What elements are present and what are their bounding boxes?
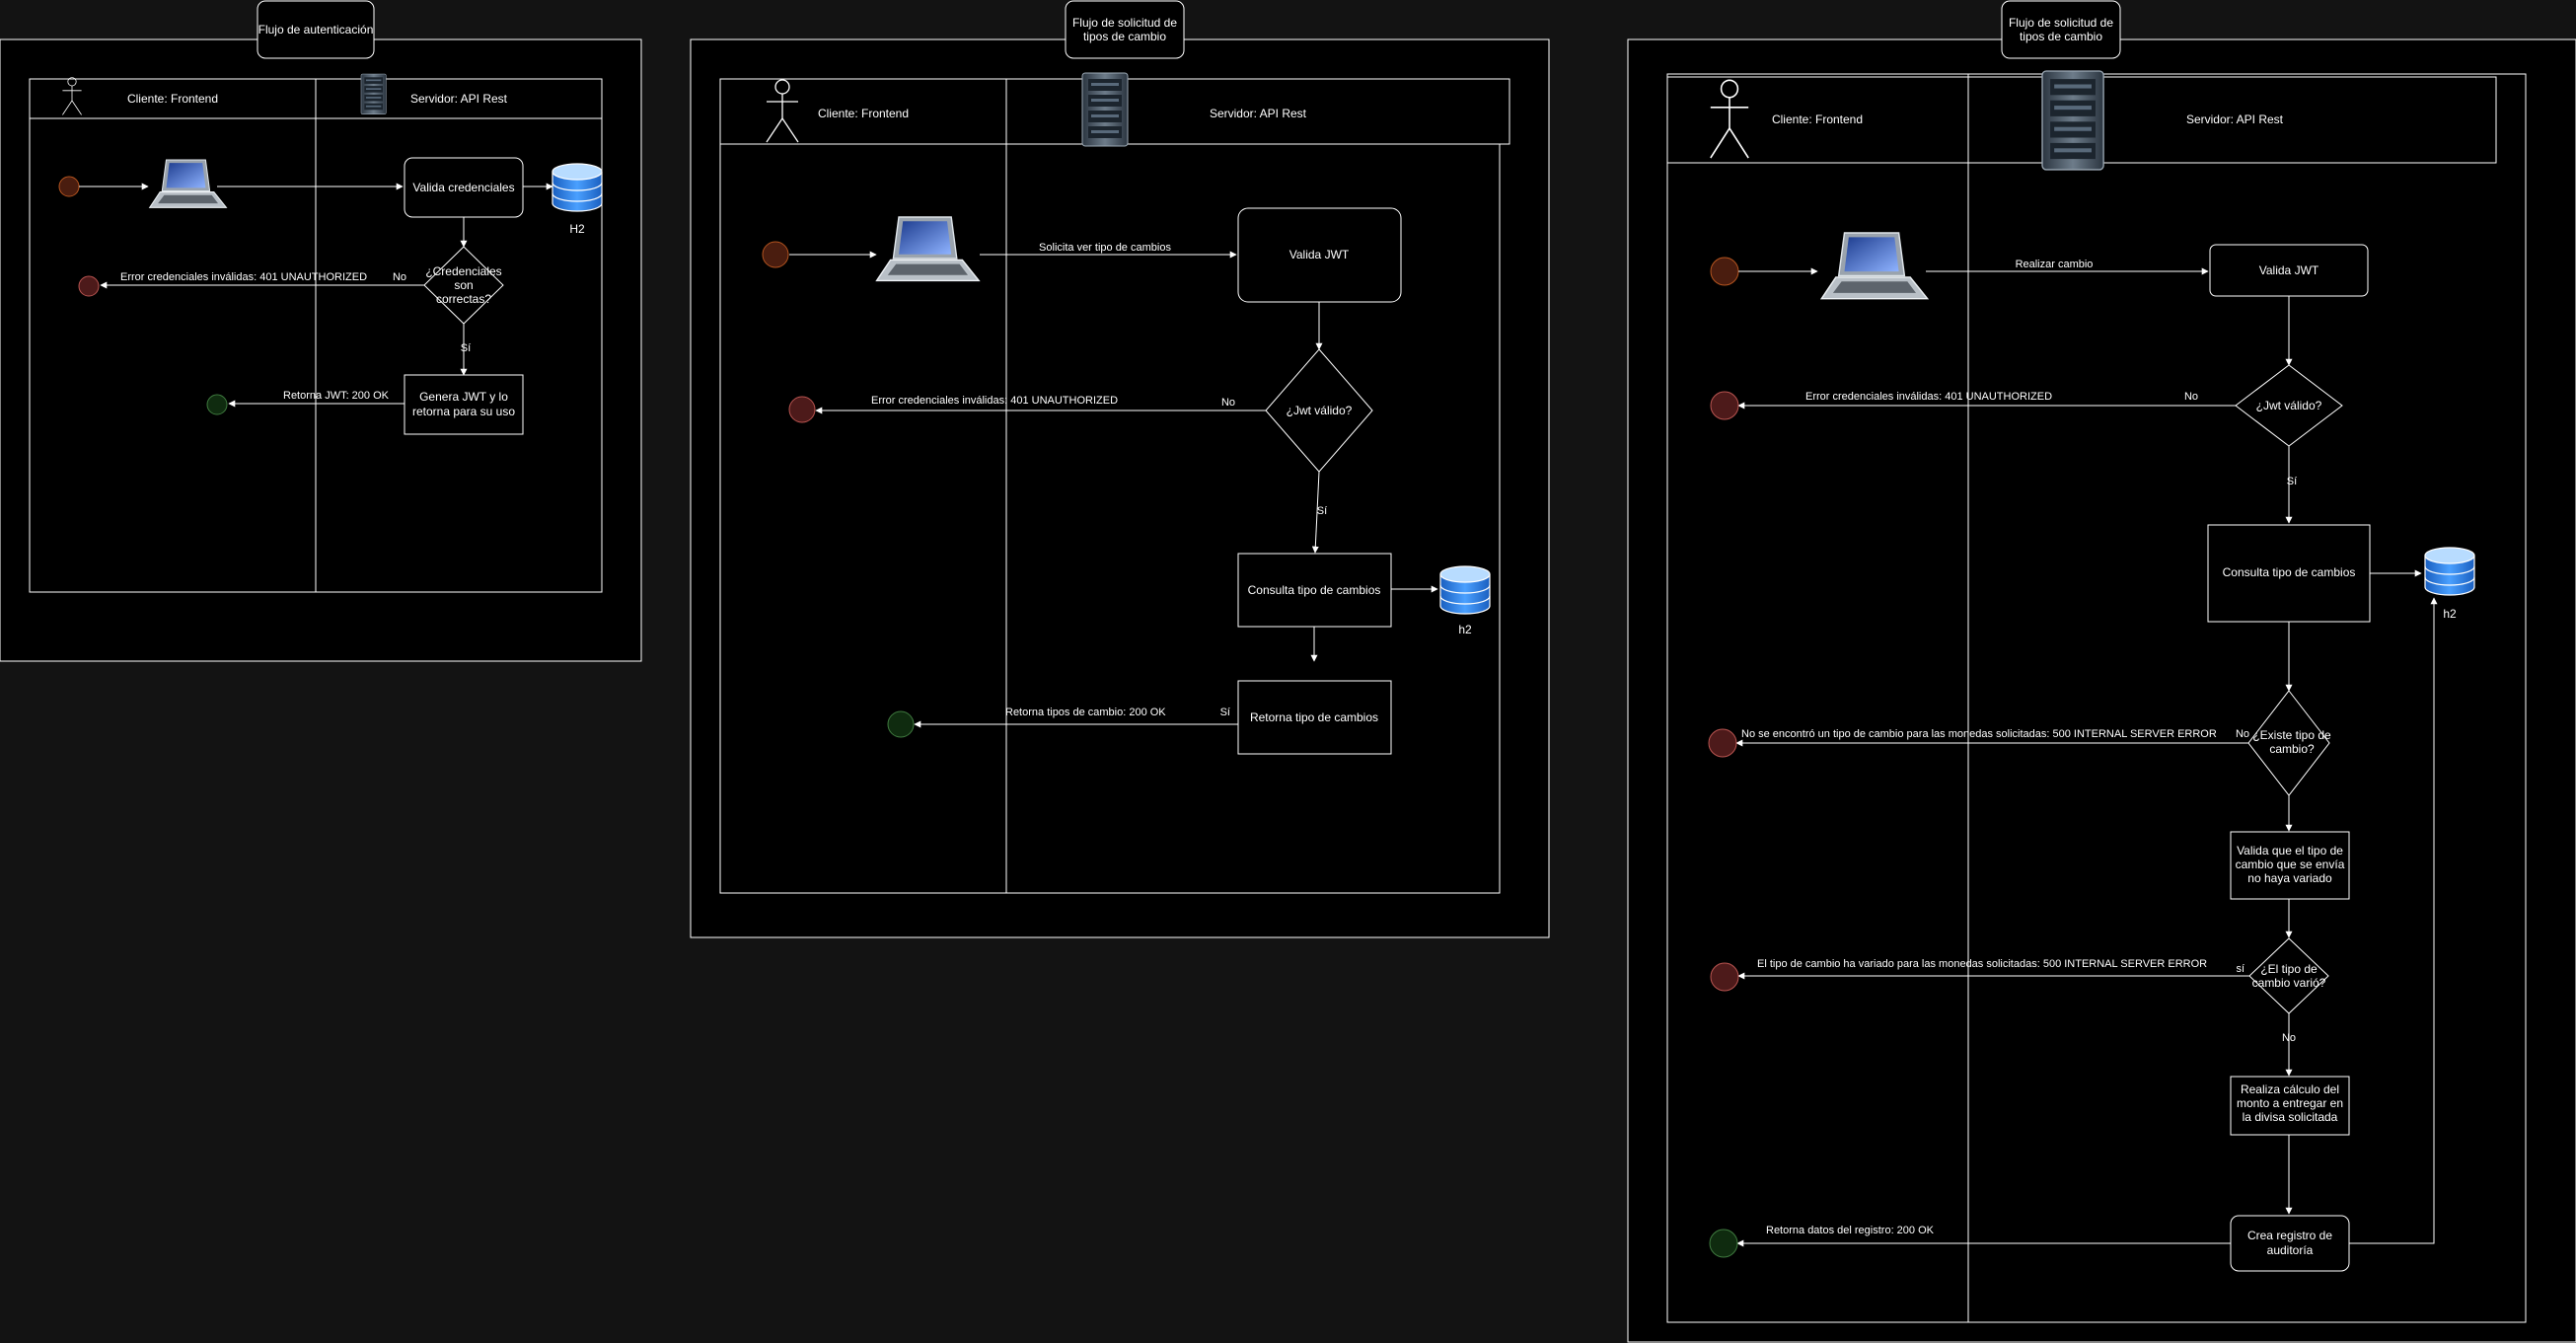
query-lane-server: Servidor: API Rest: [1210, 107, 1307, 120]
exchange-lane-client: Cliente: Frontend: [1772, 112, 1863, 126]
exchange-validate-var-l1: Valida que el tipo de: [2237, 844, 2343, 858]
query-lane-client: Cliente: Frontend: [818, 107, 909, 120]
query-title-l1: Flujo de solicitud de: [1072, 16, 1177, 30]
query-validate: Valida JWT: [1289, 248, 1350, 261]
exchange-no-var-label: No: [2282, 1032, 2296, 1044]
exchange-decision-var-l1: ¿El tipo de: [2260, 962, 2318, 976]
exchange-no-exists-label: No: [2236, 728, 2249, 740]
auth-validate: Valida credenciales: [412, 181, 514, 194]
exchange-error-exists-label: No se encontró un tipo de cambio para la…: [1741, 728, 2217, 740]
query-no-label: No: [1221, 397, 1235, 409]
query-return-box[interactable]: [1237, 680, 1392, 755]
query-pool: [719, 78, 1501, 894]
auth-lane-server: Servidor: API Rest: [410, 92, 508, 106]
exchange-error-jwt-label: Error credenciales inválidas: 401 UNAUTH…: [1805, 391, 2052, 403]
auth-diagram: [0, 0, 642, 662]
exchange-decision-exists-l2: cambio?: [2269, 742, 2315, 756]
server-icon: [360, 73, 387, 114]
database-icon: [2424, 547, 2475, 596]
exchange-title-l2: tipos de cambio: [2020, 30, 2102, 43]
query-return-label: Retorna tipos de cambio: 200 OK: [1005, 707, 1166, 718]
exchange-validate: Valida JWT: [2259, 263, 2319, 277]
exchange-decision-var-l2: cambio varió?: [2252, 976, 2326, 990]
auth-end-node[interactable]: [206, 394, 228, 415]
exchange-end-node[interactable]: [1709, 1229, 1738, 1258]
exchange-audit-l1: Crea registro de: [2247, 1229, 2332, 1242]
exchange-error-jwt-node[interactable]: [1710, 391, 1739, 420]
query-error-node[interactable]: [788, 396, 816, 423]
auth-lane-client: Cliente: Frontend: [127, 92, 218, 106]
query-request-label: Solicita ver tipo de cambios: [1039, 242, 1171, 254]
exchange-calc-l1: Realiza cálculo del: [2241, 1082, 2339, 1096]
exchange-return-label: Retorna datos del registro: 200 OK: [1766, 1225, 1935, 1236]
exchange-db-label: h2: [2443, 607, 2457, 621]
exchange-calc-l2: monto a entregar en: [2237, 1096, 2343, 1110]
query-db-label: h2: [1458, 623, 1472, 636]
exchange-yes-var-label: sí: [2236, 963, 2245, 975]
exchange-validate-var-l2: cambio que se envía: [2236, 858, 2345, 871]
exchange-no-jwt-label: No: [2184, 391, 2198, 403]
query-consult-box[interactable]: [1237, 553, 1392, 628]
query-start-node[interactable]: [762, 241, 789, 268]
query-title-box[interactable]: [1065, 0, 1185, 59]
exchange-audit-db-connector: [2349, 597, 2438, 1244]
auth-error-label: Error credenciales inválidas: 401 UNAUTH…: [120, 271, 367, 283]
exchange-pool: [1666, 73, 2527, 1323]
auth-yes-label: Sí: [461, 342, 471, 354]
query-consult: Consulta tipo de cambios: [1248, 583, 1381, 597]
query-decision-text: ¿Jwt válido?: [1287, 404, 1353, 417]
auth-decision-l2: son: [454, 278, 473, 292]
auth-no-label: No: [393, 271, 406, 283]
server-icon: [2041, 70, 2104, 171]
query-yes-return-label: Sí: [1220, 707, 1230, 718]
exchange-lane-server: Servidor: API Rest: [2186, 112, 2284, 126]
auth-title: Flujo de autenticación: [258, 23, 374, 37]
query-title-l2: tipos de cambio: [1083, 30, 1166, 43]
exchange-calc-box[interactable]: [2230, 1076, 2350, 1136]
exchange-decision-exists-l1: ¿Existe tipo de: [2252, 728, 2331, 742]
auth-generate-l2: retorna para su uso: [412, 405, 515, 418]
auth-title-box[interactable]: [257, 0, 375, 59]
exchange-error-exists-node[interactable]: [1708, 728, 1737, 758]
auth-decision-l3: correctas?: [436, 292, 491, 306]
database-icon: [1439, 565, 1491, 615]
auth-db-label: H2: [569, 222, 585, 236]
query-return: Retorna tipo de cambios: [1250, 710, 1378, 724]
exchange-calc-l3: la divisa solicitada: [2243, 1110, 2338, 1124]
query-error-label: Error credenciales inválidas: 401 UNAUTH…: [871, 395, 1118, 407]
exchange-validate-var-l3: no haya variado: [2247, 871, 2332, 885]
exchange-diagram: [1627, 0, 2576, 1343]
exchange-request-label: Realizar cambio: [2016, 259, 2094, 270]
query-end-node[interactable]: [887, 710, 915, 738]
exchange-validate-var-box[interactable]: [2230, 831, 2350, 900]
server-icon: [1081, 72, 1129, 147]
auth-generate-l1: Genera JWT y lo: [419, 390, 508, 404]
auth-decision-l1: ¿Credenciales: [425, 264, 501, 278]
exchange-error-var-label: El tipo de cambio ha variado para las mo…: [1757, 958, 2207, 970]
database-icon: [552, 163, 603, 212]
query-yes-label: Sí: [1317, 505, 1327, 517]
exchange-audit-l2: auditoría: [2267, 1243, 2314, 1257]
exchange-start-node[interactable]: [1710, 257, 1739, 286]
exchange-error-var-node[interactable]: [1710, 962, 1739, 992]
exchange-title-l1: Flujo de solicitud de: [2009, 16, 2113, 30]
exchange-yes-jwt-label: Sí: [2287, 476, 2297, 487]
exchange-decision-jwt-text: ¿Jwt válido?: [2256, 399, 2322, 412]
auth-error-node[interactable]: [78, 275, 100, 297]
auth-return-label: Retorna JWT: 200 OK: [283, 390, 390, 402]
auth-generate-box[interactable]: [404, 374, 524, 435]
query-diagram: [690, 0, 1550, 938]
auth-start-node[interactable]: [58, 176, 80, 197]
exchange-consult: Consulta tipo de cambios: [2223, 565, 2356, 579]
exchange-title-box[interactable]: [2001, 0, 2121, 59]
